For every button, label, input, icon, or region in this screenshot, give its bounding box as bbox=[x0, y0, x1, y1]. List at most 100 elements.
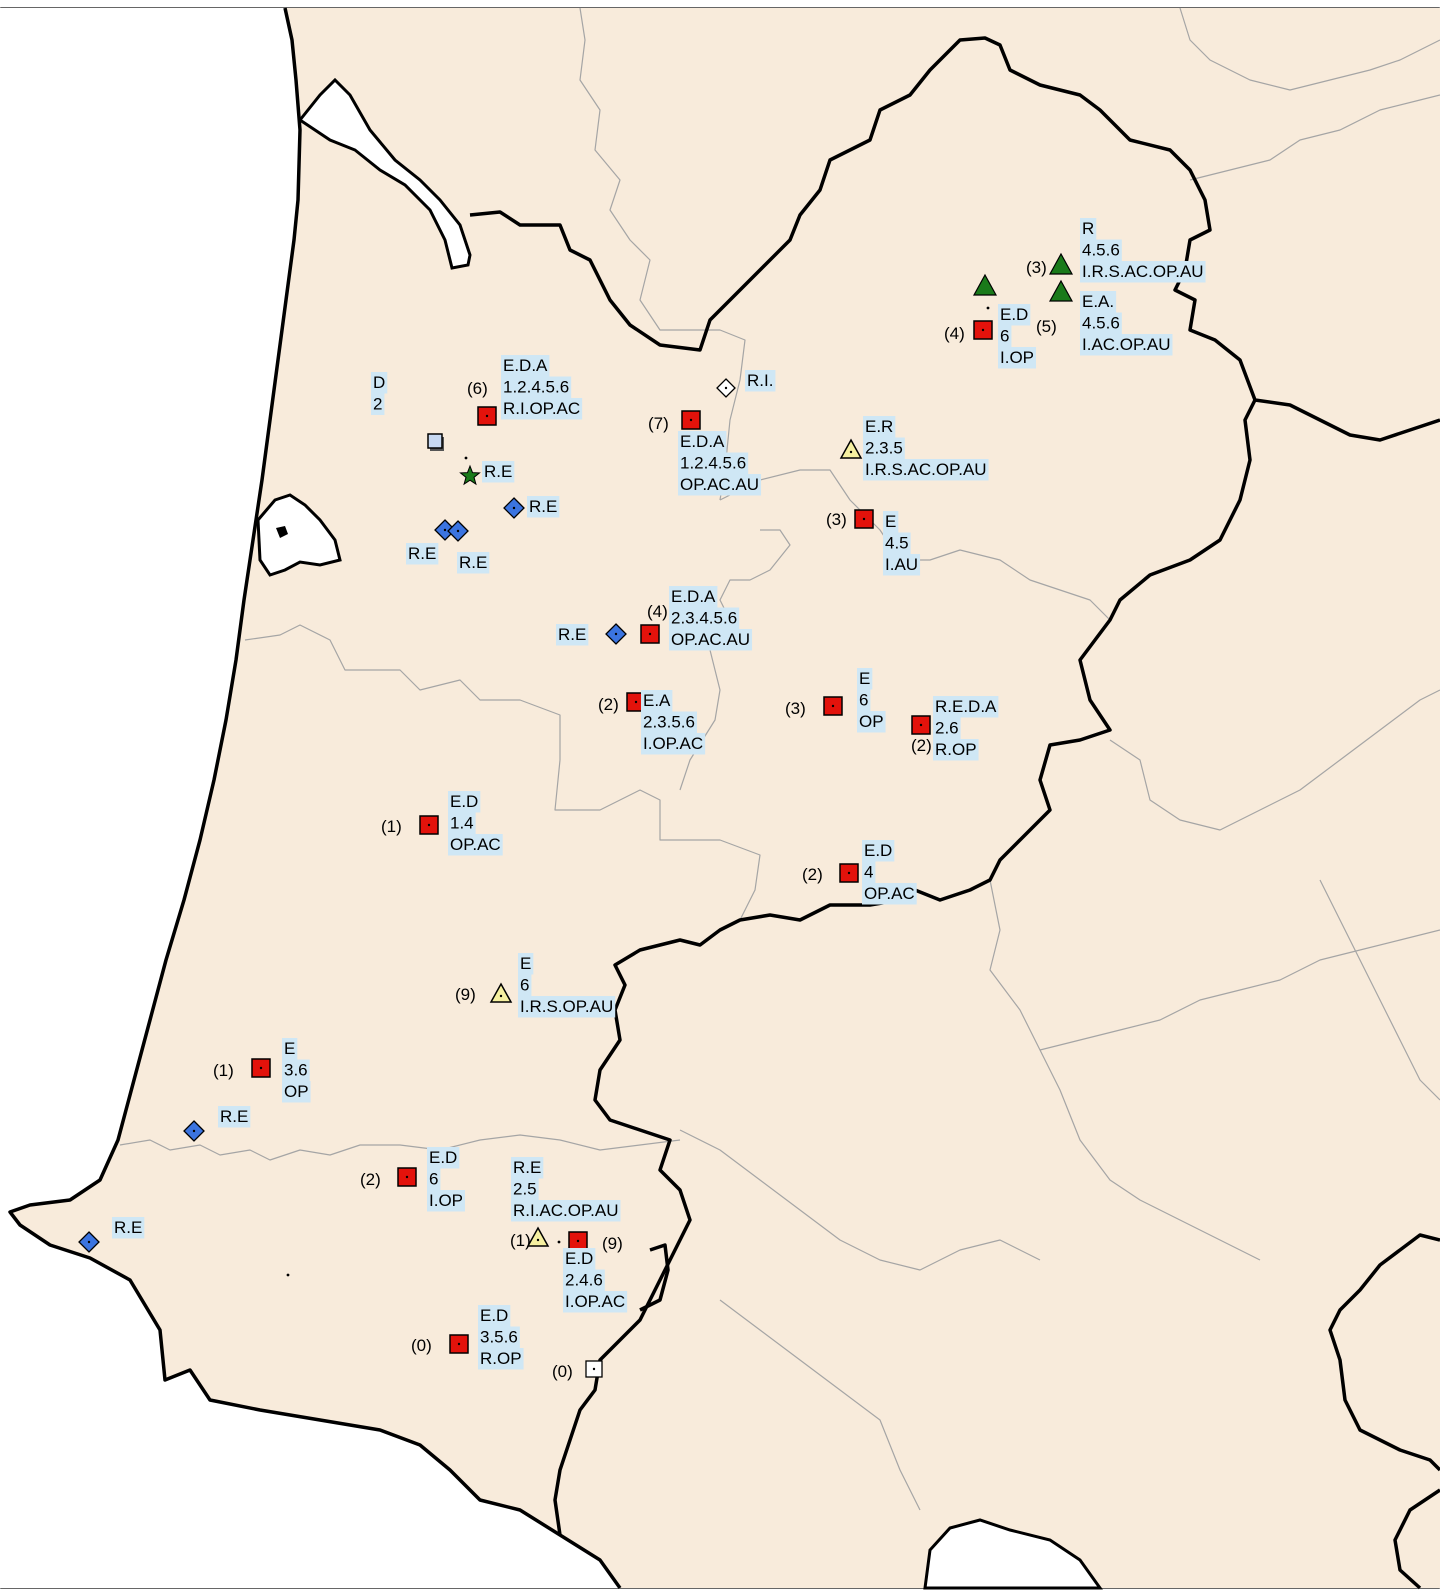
dept-boundary-8 bbox=[1109, 689, 1440, 831]
site-s27: (9)E.D2.4.6I.OP.AC bbox=[563, 1231, 628, 1313]
label-background bbox=[563, 1269, 605, 1291]
label-background bbox=[883, 511, 899, 533]
site-info-line: I.R.S.OP.AU bbox=[520, 997, 613, 1016]
red-square-marker[interactable] bbox=[681, 410, 701, 430]
site-info-line: E.D bbox=[864, 841, 892, 860]
label-background bbox=[478, 1326, 520, 1348]
site-info-line: E.D.A bbox=[503, 356, 548, 375]
label-background bbox=[1080, 261, 1206, 283]
label-background bbox=[669, 607, 740, 629]
red-square-marker[interactable] bbox=[397, 1167, 417, 1187]
site-s9: E.R2.3.5I.R.S.AC.OP.AU bbox=[839, 416, 989, 481]
dept-boundary-12 bbox=[719, 1299, 921, 1511]
site-s7: (7)E.D.A1.2.4.5.6OP.AC.AU bbox=[648, 410, 762, 496]
site-s5: (6)E.D.A1.2.4.5.6R.I.OP.AC bbox=[467, 355, 583, 426]
label-background bbox=[857, 689, 871, 711]
label-background bbox=[282, 1038, 298, 1060]
label-background bbox=[863, 416, 896, 438]
blue-diamond-marker[interactable] bbox=[183, 1120, 205, 1142]
label-background bbox=[448, 834, 503, 856]
red-square-marker[interactable] bbox=[973, 320, 993, 340]
label-background bbox=[501, 355, 550, 377]
site-count-label: (5) bbox=[1036, 317, 1057, 336]
dept-boundary-10 bbox=[1039, 929, 1440, 1051]
region-boundary-southeast-2 bbox=[1393, 1488, 1440, 1590]
yellow-triangle-marker[interactable] bbox=[489, 982, 513, 1003]
label-background bbox=[933, 739, 979, 761]
site-count-label: (9) bbox=[602, 1234, 623, 1253]
site-info-line: E.D.A bbox=[671, 587, 716, 606]
site-info-line: 2.3.4.5.6 bbox=[671, 609, 737, 628]
site-s4: (4)E.D6I.OP bbox=[944, 304, 1037, 369]
yellow-triangle-marker[interactable] bbox=[839, 438, 863, 459]
region-boundary-east bbox=[553, 399, 1257, 1536]
site-info-line: 6 bbox=[520, 976, 529, 995]
red-square-marker[interactable] bbox=[477, 406, 497, 426]
label-background bbox=[427, 1190, 466, 1212]
red-square-marker[interactable] bbox=[911, 715, 931, 735]
red-square-marker[interactable] bbox=[854, 509, 874, 529]
site-s6: R.I. bbox=[716, 370, 776, 398]
label-background bbox=[482, 461, 515, 483]
site-info-line: D bbox=[373, 373, 385, 392]
label-background bbox=[478, 1348, 524, 1370]
site-info-line: 4 bbox=[864, 863, 873, 882]
site-info-line: 4.5 bbox=[885, 534, 909, 553]
white-square-marker[interactable] bbox=[585, 1360, 603, 1378]
site-s26: (1)R.E2.5R.I.AC.OP.AU bbox=[510, 1157, 621, 1250]
label-background bbox=[1080, 218, 1097, 240]
site-info-line: R.E bbox=[459, 553, 487, 572]
site-s25: (2)E.D6I.OP bbox=[360, 1147, 466, 1212]
site-count-label: (4) bbox=[944, 324, 965, 343]
green-triangle-marker[interactable] bbox=[1048, 279, 1074, 302]
label-background bbox=[556, 624, 589, 646]
dept-boundary-5 bbox=[119, 1134, 681, 1161]
site-info-line: 2.6 bbox=[935, 719, 959, 738]
site-s24: R.E bbox=[183, 1106, 251, 1142]
red-square-marker[interactable] bbox=[251, 1058, 271, 1078]
label-background bbox=[883, 532, 911, 554]
blue-diamond-marker[interactable] bbox=[447, 520, 469, 542]
map-dot bbox=[464, 456, 468, 460]
site-count-label: (0) bbox=[411, 1336, 432, 1355]
lightblue-square-marker[interactable] bbox=[427, 433, 444, 451]
site-count-label: (3) bbox=[1026, 258, 1047, 277]
yellow-triangle-marker[interactable] bbox=[526, 1226, 550, 1247]
label-background bbox=[563, 1291, 628, 1313]
site-info-line: E bbox=[284, 1039, 295, 1058]
white-diamond-marker[interactable] bbox=[716, 378, 736, 398]
blue-diamond-marker[interactable] bbox=[503, 497, 525, 519]
label-background bbox=[998, 347, 1037, 369]
red-square-marker[interactable] bbox=[839, 863, 859, 883]
label-background bbox=[883, 554, 921, 576]
label-background bbox=[678, 452, 749, 474]
green-triangle-marker[interactable] bbox=[1048, 252, 1074, 275]
arcachon-island bbox=[276, 526, 288, 538]
blue-diamond-marker[interactable] bbox=[605, 623, 627, 645]
green-triangle-marker[interactable] bbox=[972, 273, 998, 296]
dept-boundary-3 bbox=[679, 529, 791, 791]
site-info-line: 4.5.6 bbox=[1082, 241, 1120, 260]
label-background bbox=[933, 696, 999, 718]
label-background bbox=[478, 1305, 511, 1327]
label-background bbox=[1080, 312, 1122, 334]
site-info-line: 1.2.4.5.6 bbox=[503, 378, 569, 397]
label-background bbox=[282, 1059, 310, 1081]
site-s2 bbox=[972, 273, 998, 296]
red-square-marker[interactable] bbox=[568, 1231, 588, 1251]
red-square-marker[interactable] bbox=[640, 624, 660, 644]
red-square-marker[interactable] bbox=[823, 696, 843, 716]
green-star-marker[interactable] bbox=[459, 464, 481, 486]
site-info-line: R.OP bbox=[935, 740, 977, 759]
site-info-line: E.D bbox=[565, 1249, 593, 1268]
label-background bbox=[518, 974, 532, 996]
blue-diamond-marker[interactable] bbox=[78, 1231, 100, 1253]
red-square-marker[interactable] bbox=[449, 1334, 469, 1354]
gironde-estuary bbox=[297, 77, 472, 270]
label-background bbox=[678, 431, 727, 453]
red-square-marker[interactable] bbox=[419, 815, 439, 835]
site-info-line: 2.4.6 bbox=[565, 1271, 603, 1290]
site-s30: (0) bbox=[552, 1360, 603, 1381]
label-background bbox=[511, 1200, 621, 1222]
